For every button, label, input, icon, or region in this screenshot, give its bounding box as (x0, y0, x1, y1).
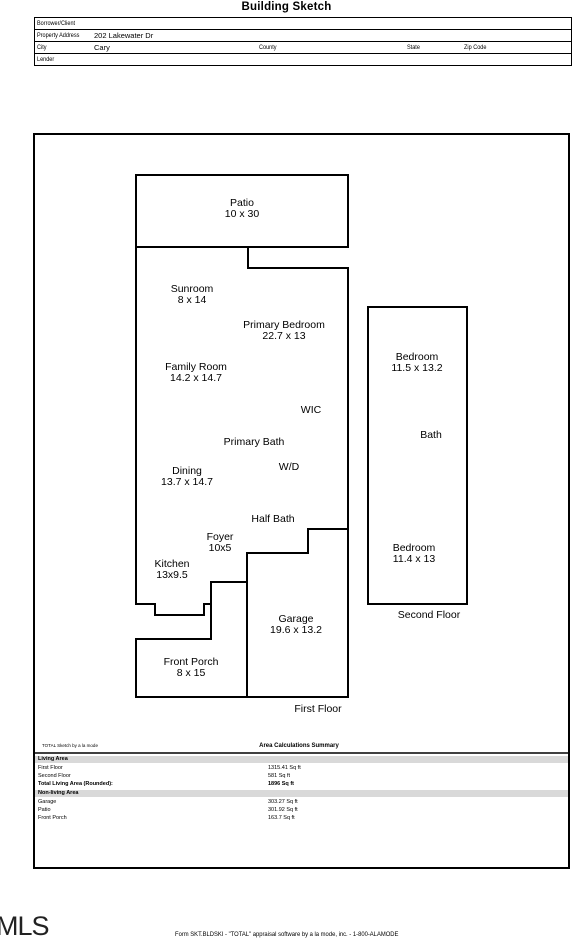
room-name: Patio (230, 197, 254, 209)
room-name: Sunroom (170, 283, 214, 295)
summary-row-patio: Patio 301.92 Sq ft (38, 807, 368, 813)
row-value: 1896 Sq ft (268, 781, 294, 787)
room-dims: 22.7 x 13 (262, 330, 306, 342)
row-label: Front Porch (38, 815, 67, 821)
summary-row-total: Total Living Area (Rounded): 1896 Sq ft (38, 781, 368, 787)
room-dims: 10 x 30 (224, 208, 260, 220)
county-label: County (259, 44, 277, 51)
summary-row-garage: Garage 303.27 Sq ft (38, 799, 368, 805)
room-name: W/D (278, 461, 300, 473)
second-floor-label: Second Floor (397, 609, 461, 621)
room-kitchen: Kitchen 13x9.5 (154, 559, 189, 581)
lender-row: Lender (35, 54, 571, 66)
row-label: Patio (38, 807, 51, 813)
room-name: WIC (300, 404, 322, 416)
sketch-credit: TOTAL Sketch by a la mode (42, 743, 98, 748)
address-row: Property Address 202 Lakewater Dr (35, 30, 571, 42)
row-label: Total Living Area (Rounded): (38, 781, 113, 787)
room-primary-bedroom: Primary Bedroom 22.7 x 13 (243, 320, 325, 342)
room-wd: W/D (279, 462, 299, 473)
room-sunroom: Sunroom 8 x 14 (171, 284, 214, 306)
room-dims: 19.6 x 13.2 (270, 624, 322, 636)
row-value: 163.7 Sq ft (268, 815, 295, 821)
room-dining: Dining 13.7 x 14.7 (161, 466, 213, 488)
room-name: Bedroom (392, 542, 436, 554)
row-value: 581 Sq ft (268, 773, 291, 779)
city-value: Cary (94, 43, 110, 52)
room-bedroom-1: Bedroom 11.5 x 13.2 (391, 352, 442, 374)
room-dims: 11.5 x 13.2 (391, 362, 443, 374)
garage-outline (246, 529, 349, 698)
room-front-porch: Front Porch 8 x 15 (164, 657, 219, 679)
living-area-header: Living Area (35, 756, 568, 763)
summary-row-second-floor: Second Floor 581 Sq ft (38, 773, 368, 779)
room-name: Dining (172, 465, 202, 477)
room-garage: Garage 19.6 x 13.2 (270, 614, 322, 636)
page-title: Building Sketch (241, 1, 332, 13)
room-bath: Bath (420, 430, 442, 441)
borrower-label: Borrower/Client (37, 20, 76, 27)
borrower-row: Borrower/Client (35, 18, 571, 30)
room-name: Primary Bedroom (243, 319, 325, 331)
first-floor-outline (135, 247, 349, 616)
city-label: City (37, 44, 47, 51)
room-name: Primary Bath (223, 436, 285, 448)
address-value: 202 Lakewater Dr (94, 31, 154, 40)
front-porch-outline (135, 582, 248, 698)
room-dims: 14.2 x 14.7 (170, 372, 222, 384)
row-value: 1315.41 Sq ft (268, 765, 301, 771)
row-label: First Floor (38, 765, 63, 771)
room-name: Bath (420, 429, 442, 441)
state-label: State (407, 44, 420, 51)
address-label: Property Address (37, 32, 80, 39)
area-summary-title: Area Calculations Summary (259, 743, 339, 749)
nonliving-area-header: Non-living Area (35, 790, 568, 797)
room-dims: 8 x 14 (177, 294, 207, 306)
first-floor-label: First Floor (294, 703, 342, 715)
room-name: Half Bath (251, 513, 295, 525)
room-primary-bath: Primary Bath (224, 437, 285, 448)
row-value: 303.27 Sq ft (268, 799, 298, 805)
zip-label: Zip Code (464, 44, 487, 51)
room-family-room: Family Room 14.2 x 14.7 (165, 362, 227, 384)
property-info-table: Borrower/Client Property Address 202 Lak… (34, 17, 572, 66)
room-wic: WIC (301, 405, 321, 416)
lender-label: Lender (37, 56, 55, 63)
row-label: Second Floor (38, 773, 71, 779)
mls-logo: MLS (0, 911, 50, 941)
summary-row-first-floor: First Floor 1315.41 Sq ft (38, 765, 368, 771)
room-dims: 13x9.5 (156, 569, 188, 581)
room-name: Kitchen (154, 558, 190, 570)
summary-row-front-porch: Front Porch 163.7 Sq ft (38, 815, 368, 821)
room-dims: 11.4 x 13 (392, 553, 436, 565)
second-floor-outline (367, 306, 468, 605)
room-dims: 8 x 15 (176, 667, 206, 679)
footer-form-text: Form SKT.BLDSKI - "TOTAL" appraisal soft… (175, 931, 399, 938)
room-patio: Patio 10 x 30 (225, 198, 259, 220)
row-value: 301.92 Sq ft (268, 807, 298, 813)
city-row: City Cary County State Zip Code (35, 42, 571, 54)
room-name: Family Room (165, 361, 227, 373)
row-label: Garage (38, 799, 57, 805)
room-name: Front Porch (163, 656, 219, 668)
patio-outline (135, 174, 349, 248)
room-name: Foyer (206, 531, 234, 543)
room-dims: 10x5 (208, 542, 232, 554)
room-dims: 13.7 x 14.7 (161, 476, 213, 488)
sketch-frame (33, 133, 570, 869)
room-bedroom-2: Bedroom 11.4 x 13 (393, 543, 436, 565)
room-half-bath: Half Bath (251, 514, 294, 525)
room-name: Bedroom (395, 351, 439, 363)
room-name: Garage (278, 613, 314, 625)
room-foyer: Foyer 10x5 (207, 532, 234, 554)
